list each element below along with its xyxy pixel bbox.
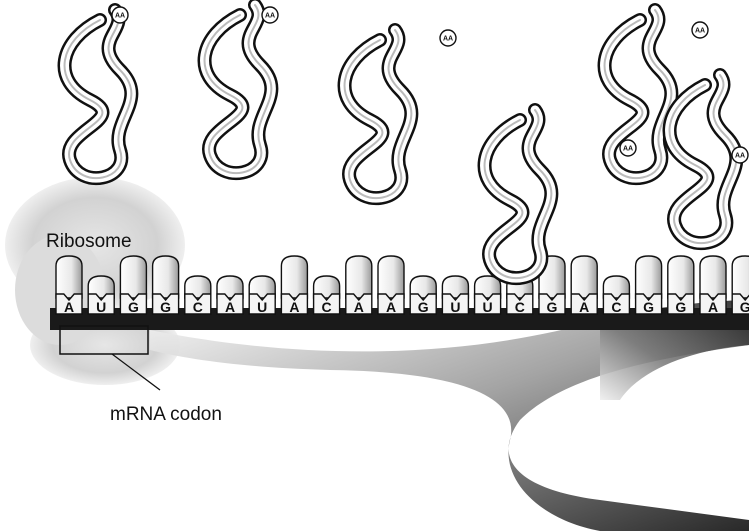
mrna-base-letter: C: [193, 299, 203, 315]
mrna-base-letter: G: [418, 299, 429, 315]
trna-molecule: AA: [345, 30, 456, 198]
mrna-base-letter: C: [611, 299, 621, 315]
mrna-base-letter: U: [483, 299, 493, 315]
mrna-base: C: [185, 276, 211, 315]
trna-molecule: AA: [65, 7, 132, 178]
mrna-base-letter: G: [740, 299, 749, 315]
amino-acid-tag: AA: [692, 22, 708, 38]
mrna-base-letter: G: [128, 299, 139, 315]
amino-acid-tag: AA: [112, 7, 128, 23]
mrna-base-letter: G: [675, 299, 686, 315]
mrna-base: G: [668, 256, 694, 315]
mrna-base: A: [571, 256, 597, 315]
mrna-base: A: [378, 256, 404, 315]
mrna-base: G: [636, 256, 662, 315]
mrna-base: C: [314, 276, 340, 315]
mrna-base: A: [217, 276, 243, 315]
mrna-base: A: [700, 256, 726, 315]
mrna-base: G: [153, 256, 179, 315]
trna-molecule: AA: [205, 5, 278, 173]
mrna-base-letter: G: [160, 299, 171, 315]
mrna-base-letter: A: [64, 299, 74, 315]
mrna-base: U: [475, 276, 501, 315]
mrna-base-letter: A: [579, 299, 589, 315]
mrna-base-letter: G: [643, 299, 654, 315]
mrna-base: A: [56, 256, 82, 315]
codon-label: mRNA codon: [110, 404, 222, 425]
amino-acid-label: AA: [623, 146, 633, 153]
amino-acid-tag: AA: [732, 147, 748, 163]
amino-acid-label: AA: [265, 13, 275, 20]
mrna-base-letter: A: [708, 299, 718, 315]
mrna-base-letter: C: [515, 299, 525, 315]
mrna-base: A: [281, 256, 307, 315]
mrna-base: G: [410, 276, 436, 315]
mrna-base: G: [732, 256, 749, 315]
mrna-base: U: [88, 276, 114, 315]
mrna-base-letter: U: [450, 299, 460, 315]
mrna-base: G: [120, 256, 146, 315]
mrna-base-letter: A: [289, 299, 299, 315]
amino-acid-tag: AA: [262, 7, 278, 23]
amino-acid-label: AA: [115, 13, 125, 20]
ribosome-label: Ribosome: [46, 231, 132, 252]
mrna-base-letter: A: [225, 299, 235, 315]
mrna-base: U: [442, 276, 468, 315]
mrna-base: C: [603, 276, 629, 315]
mrna-base: A: [346, 256, 372, 315]
mrna-base-letter: A: [386, 299, 396, 315]
mrna-base-letter: U: [96, 299, 106, 315]
mrna-base-letter: U: [257, 299, 267, 315]
mrna-tail: [150, 300, 749, 531]
mrna-base: U: [249, 276, 275, 315]
mrna-base-letter: C: [322, 299, 332, 315]
amino-acid-label: AA: [443, 36, 453, 43]
amino-acid-label: AA: [735, 153, 745, 160]
amino-acid-tag: AA: [440, 30, 456, 46]
trna-molecule: AA: [670, 75, 748, 243]
amino-acid-label: AA: [695, 28, 705, 35]
mrna-base-letter: G: [547, 299, 558, 315]
mrna-base-letter: A: [354, 299, 364, 315]
